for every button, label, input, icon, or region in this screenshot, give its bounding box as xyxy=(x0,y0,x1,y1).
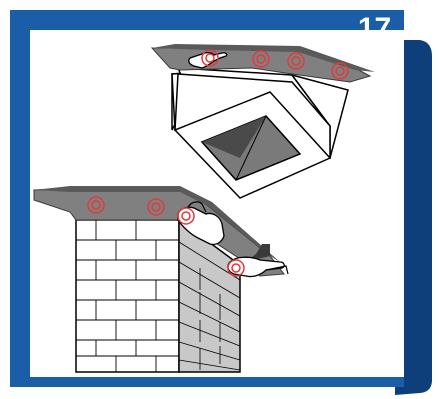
lower-diagram xyxy=(34,186,288,372)
illustration-panel xyxy=(30,30,404,377)
brick-wall-front xyxy=(76,220,179,372)
upper-diagram xyxy=(152,44,375,198)
illustration-svg xyxy=(30,30,404,377)
